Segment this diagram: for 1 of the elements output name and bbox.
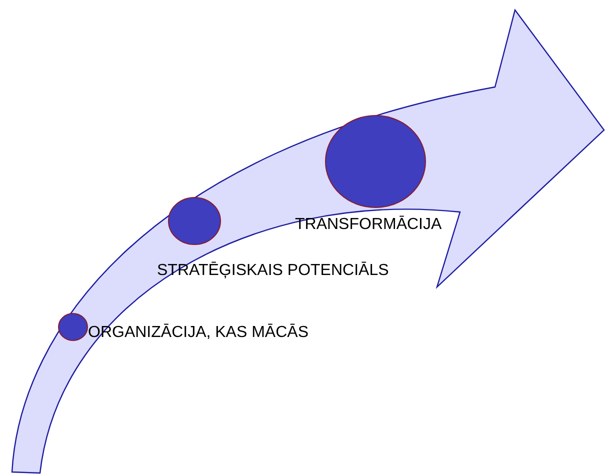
- stage-label: TRANSFORMĀCIJA: [295, 216, 442, 234]
